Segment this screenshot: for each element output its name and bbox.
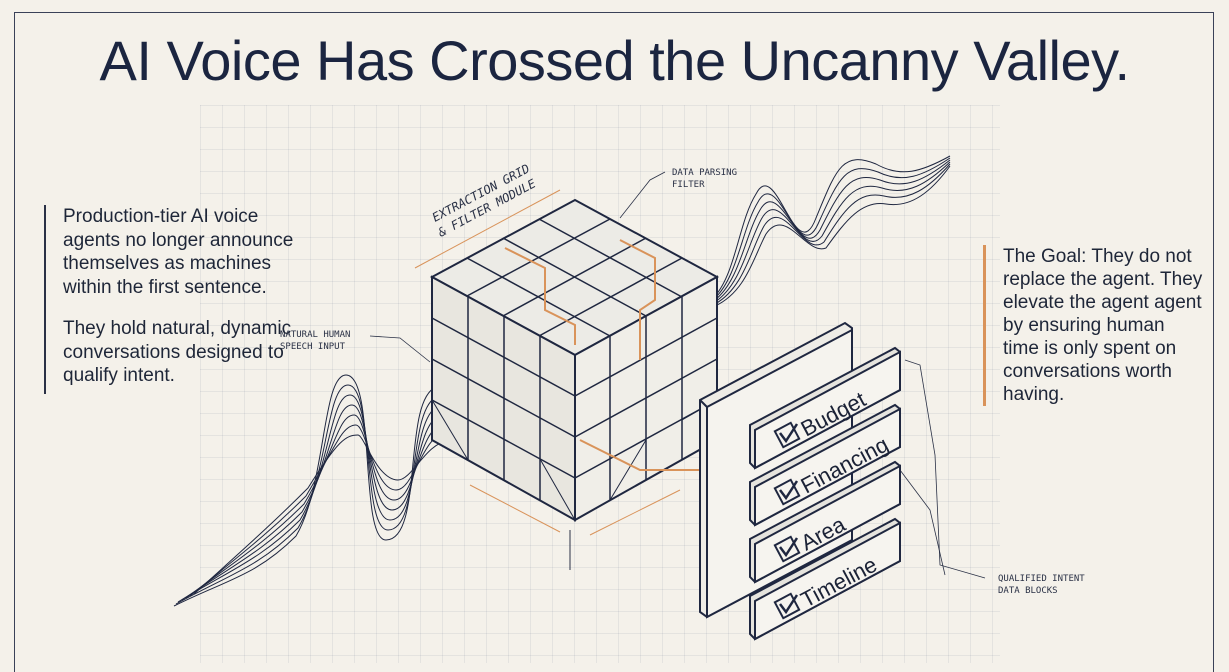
checkbox-icon bbox=[773, 535, 801, 563]
intro-text-block: Production-tier AI voice agents no longe… bbox=[44, 205, 313, 394]
checkbox-icon bbox=[773, 592, 801, 620]
intro-paragraph-1: Production-tier AI voice agents no longe… bbox=[63, 206, 294, 298]
checkbox-icon bbox=[773, 478, 801, 506]
data-block-budget: Budget bbox=[749, 346, 901, 470]
checkmark-icon bbox=[779, 537, 799, 558]
checkbox-icon bbox=[773, 421, 801, 449]
checkmark-icon bbox=[779, 480, 799, 501]
output-wave bbox=[714, 155, 951, 307]
dimension-lines bbox=[414, 189, 681, 570]
page-title: AI Voice Has Crossed the Uncanny Valley. bbox=[99, 29, 1131, 92]
goal-text-block: The Goal: They do not replace the agent.… bbox=[983, 245, 1203, 406]
speech-label-line2: SPEECH INPUT bbox=[280, 342, 346, 352]
leader-lines bbox=[369, 171, 986, 579]
checkmark-icon bbox=[779, 594, 799, 615]
speech-label-line1: NATURAL HUMAN bbox=[280, 330, 350, 340]
qualified-label-line2: DATA BLOCKS bbox=[998, 586, 1058, 596]
data-parsing-label-line1: DATA PARSING bbox=[672, 168, 737, 178]
intro-paragraph-2: They hold natural, dynamic conversations… bbox=[63, 318, 292, 386]
orange-data-paths bbox=[504, 239, 700, 471]
page-frame bbox=[14, 12, 1214, 672]
checkmark-icon bbox=[779, 423, 799, 444]
goal-paragraph: The Goal: They do not replace the agent.… bbox=[1003, 246, 1203, 405]
extraction-cube bbox=[429, 198, 720, 522]
data-parsing-label-line2: FILTER bbox=[672, 180, 705, 190]
qualified-label-line1: QUALIFIED INTENT bbox=[998, 574, 1085, 584]
